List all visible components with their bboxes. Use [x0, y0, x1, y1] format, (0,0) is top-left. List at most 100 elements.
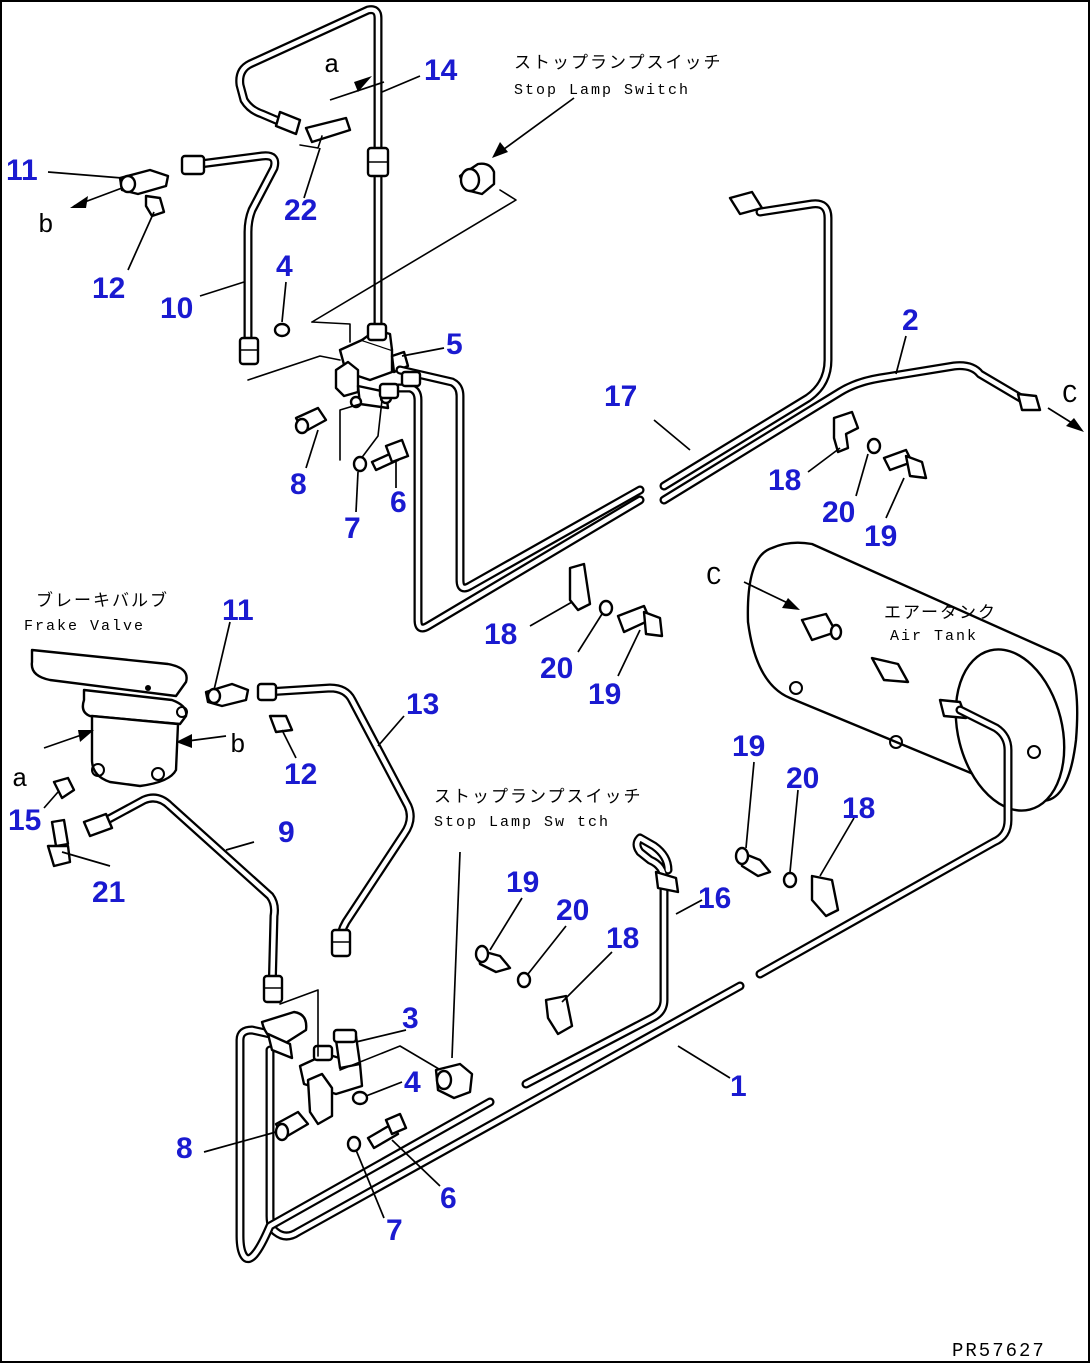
pin-8-bottom [274, 1110, 310, 1142]
fitting-11-bottom [204, 682, 250, 708]
callout-6-top: 6 [390, 486, 407, 519]
brake-valve [30, 648, 188, 788]
callout-5: 5 [446, 328, 463, 361]
leader-lines [43, 75, 907, 1219]
callout-20-c: 20 [786, 762, 819, 795]
stop-lamp-switch-bottom [434, 1062, 474, 1100]
washer-20-c [782, 871, 798, 889]
bolt-19-b [616, 604, 664, 638]
connection-letter-a-valve: a [12, 764, 28, 794]
callout-12-top: 12 [92, 272, 125, 305]
callout-20-d: 20 [556, 894, 589, 927]
callout-19-b: 19 [588, 678, 621, 711]
drawing-code: PR57627 [952, 1340, 1046, 1362]
callout-18-c: 18 [842, 792, 875, 825]
washer-20-a [866, 437, 882, 455]
connection-letter-b-top: b [38, 210, 54, 240]
pipe-1 [235, 705, 1013, 1264]
callout-11-top: 11 [6, 154, 38, 187]
callout-numbers: 11 12 10 4 22 14 5 8 7 6 2 17 18 20 19 1… [6, 54, 919, 1247]
bolt-19-a [882, 448, 928, 480]
union-fitting-top [274, 110, 352, 149]
callout-7-top: 7 [344, 512, 361, 545]
washer-20-d [516, 971, 532, 989]
callout-19-c: 19 [732, 730, 765, 763]
connection-letter-c-tank: C [706, 562, 722, 592]
air-tank-jp: エアータンク [884, 603, 997, 623]
callout-13: 13 [406, 688, 439, 721]
pipe-13 [256, 682, 415, 958]
relay-valve-5 [334, 322, 410, 410]
bolt-19-d [474, 944, 512, 974]
bolt-4-bottom [351, 1090, 369, 1106]
pin-8-top [294, 406, 328, 435]
callout-8-top: 8 [290, 468, 307, 501]
text-labels: ストップランプスイッチ Stop Lamp Switch ストップランプスイッチ… [12, 50, 1078, 1362]
stop-lamp-switch-bottom-jp: ストップランプスイッチ [434, 787, 643, 807]
callout-19-a: 19 [864, 520, 897, 553]
callout-14: 14 [424, 54, 458, 87]
clamp-18-d [544, 994, 574, 1036]
connection-letter-a-top: a [324, 50, 340, 80]
relay-valve-3 [260, 1010, 364, 1126]
callout-10: 10 [160, 292, 193, 325]
stop-lamp-switch-top-jp: ストップランプスイッチ [514, 53, 723, 73]
callout-18-b: 18 [484, 618, 517, 651]
pipe-2 [659, 361, 1042, 505]
stop-lamp-switch-top [458, 162, 496, 196]
callout-12-bottom: 12 [284, 758, 317, 791]
pipe-14 [235, 5, 390, 335]
callout-8-bottom: 8 [176, 1132, 193, 1165]
bolt-6-top [370, 438, 410, 472]
callout-19-d: 19 [506, 866, 539, 899]
callout-9: 9 [278, 816, 295, 849]
connection-arrows [43, 76, 1084, 749]
callout-6-bottom: 6 [440, 1182, 457, 1215]
callout-1: 1 [730, 1070, 747, 1103]
fitting-11-top [118, 168, 170, 196]
washer-20-b [598, 599, 614, 617]
fitting-21 [46, 818, 72, 868]
pipe-17-right-section [659, 190, 833, 491]
callout-7-bottom: 7 [386, 1214, 403, 1247]
callout-3: 3 [402, 1002, 419, 1035]
valve-3-bracket-lines [279, 989, 445, 1073]
fitting-15 [52, 776, 76, 800]
air-tank [746, 541, 1079, 812]
brake-valve-jp: ブレーキバルブ [36, 590, 169, 611]
callout-4-top: 4 [276, 250, 293, 283]
fitting-12-bottom [268, 714, 294, 734]
callout-18-d: 18 [606, 922, 639, 955]
fitting-12-top [144, 194, 166, 218]
callout-15: 15 [8, 804, 41, 837]
bolt-4-top [273, 322, 291, 338]
pipe-10 [180, 151, 280, 366]
clamp-18-a [832, 410, 860, 454]
stop-lamp-switch-top-en: Stop Lamp Switch [514, 82, 690, 99]
pipe-16 [521, 833, 680, 1089]
callout-4-bottom: 4 [404, 1066, 421, 1099]
washer-7-bottom [346, 1135, 362, 1153]
bolt-6-bottom [366, 1112, 408, 1150]
callout-2: 2 [902, 304, 919, 337]
callout-11-bottom: 11 [222, 594, 254, 627]
valve-5-bracket-lines [247, 189, 517, 461]
air-tank-en: Air Tank [890, 628, 978, 645]
pipe-17 [378, 365, 645, 633]
callout-18-a: 18 [768, 464, 801, 497]
clamp-18-b [568, 562, 592, 612]
stop-lamp-switch-bottom-en: Stop Lamp Sw tch [434, 814, 610, 831]
connection-letter-c-right: C [1062, 380, 1078, 410]
connection-letter-b-valve: b [230, 730, 246, 760]
callout-20-a: 20 [822, 496, 855, 529]
bolt-19-c [734, 846, 772, 878]
callout-22: 22 [284, 194, 317, 227]
callout-20-b: 20 [540, 652, 573, 685]
callout-17: 17 [604, 380, 637, 413]
brake-valve-en: Frake Valve [24, 618, 145, 635]
pipe-9 [82, 793, 284, 1004]
callout-16: 16 [698, 882, 731, 915]
